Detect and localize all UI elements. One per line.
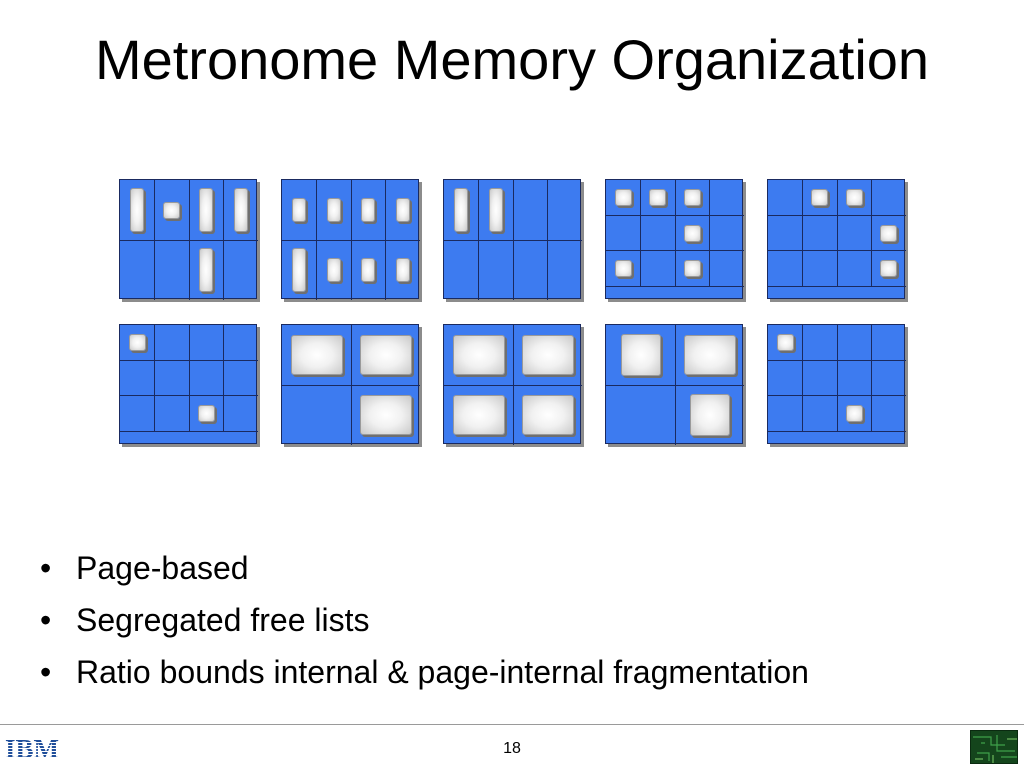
- allocated-object: [452, 335, 505, 375]
- grid-line: [768, 395, 906, 397]
- allocated-object: [452, 395, 505, 435]
- memory-page: [119, 324, 258, 444]
- grid-line: [282, 384, 420, 386]
- grid-line: [120, 359, 258, 361]
- grid-line: [871, 180, 872, 286]
- allocated-object: [359, 335, 412, 375]
- bullet-dot: •: [40, 654, 52, 690]
- allocated-object: [521, 395, 574, 435]
- memory-page: [605, 179, 744, 299]
- bullet-dot: •: [40, 550, 52, 586]
- bullet-dot: •: [40, 602, 52, 638]
- bullet-item: • Page-based: [40, 542, 809, 594]
- grid-line: [444, 239, 582, 241]
- allocated-object: [649, 189, 667, 207]
- allocated-object: [683, 224, 701, 242]
- memory-page: [443, 324, 582, 445]
- allocated-object: [776, 334, 794, 352]
- grid-line: [444, 384, 582, 386]
- slide-title: Metronome Memory Organization: [94, 28, 930, 91]
- allocated-object: [845, 404, 863, 422]
- grid-line: [768, 430, 906, 432]
- grid-line: [674, 180, 676, 286]
- bullet-text: Segregated free lists: [76, 602, 370, 638]
- grid-line: [768, 359, 906, 361]
- memory-page: [605, 324, 744, 445]
- memory-page: [281, 324, 420, 445]
- grid-line: [606, 285, 744, 287]
- allocated-object: [197, 404, 215, 422]
- circuit-board-thumbnail: [970, 730, 1018, 764]
- allocated-object: [163, 201, 181, 219]
- grid-line: [802, 325, 803, 431]
- bullet-item: • Ratio bounds internal & page-internal f…: [40, 646, 809, 698]
- allocated-object: [361, 258, 376, 282]
- memory-page: [119, 179, 258, 300]
- allocated-object: [620, 334, 661, 376]
- logo-text: IBM: [5, 734, 59, 762]
- grid-line: [768, 214, 906, 216]
- allocated-object: [199, 248, 214, 292]
- allocated-object: [614, 189, 632, 207]
- grid-line: [836, 325, 838, 431]
- allocated-object: [614, 259, 632, 277]
- grid-line: [768, 250, 906, 252]
- memory-page: [767, 324, 906, 444]
- allocated-object: [395, 198, 410, 222]
- memory-page: [281, 179, 420, 300]
- allocated-object: [683, 259, 701, 277]
- allocated-object: [290, 335, 343, 375]
- allocated-object: [395, 258, 410, 282]
- grid-line: [802, 180, 803, 286]
- grid-line: [120, 395, 258, 397]
- grid-line: [836, 180, 838, 286]
- grid-line: [223, 325, 224, 431]
- grid-line: [188, 325, 190, 431]
- memory-page: [767, 179, 906, 299]
- allocated-object: [292, 248, 307, 292]
- allocated-object: [880, 224, 898, 242]
- allocated-object: [683, 189, 701, 207]
- allocated-object: [845, 189, 863, 207]
- allocated-object: [359, 395, 412, 435]
- grid-line: [606, 250, 744, 252]
- allocated-object: [128, 334, 146, 352]
- grid-line: [709, 180, 710, 286]
- allocated-object: [199, 188, 214, 232]
- allocated-object: [689, 394, 730, 436]
- allocated-object: [521, 335, 574, 375]
- allocated-object: [454, 188, 469, 232]
- allocated-object: [326, 198, 341, 222]
- grid-line: [120, 430, 258, 432]
- bullet-list: • Page-based • Segregated free lists • Rati…: [40, 542, 809, 698]
- grid-line: [768, 285, 906, 287]
- bullet-text: Ratio bounds internal & page-internal fr…: [76, 654, 809, 690]
- ibm-logo: IBM: [5, 734, 59, 762]
- grid-line: [154, 325, 155, 431]
- bullet-item: • Segregated free lists: [40, 594, 809, 646]
- memory-page: [443, 179, 582, 300]
- allocated-object: [326, 258, 341, 282]
- allocated-object: [361, 198, 376, 222]
- footer-divider: [0, 724, 1024, 725]
- allocated-object: [811, 189, 829, 207]
- grid-line: [282, 239, 420, 241]
- page-number: 18: [503, 740, 521, 757]
- allocated-object: [488, 188, 503, 232]
- grid-line: [606, 214, 744, 216]
- allocated-object: [880, 259, 898, 277]
- grid-line: [606, 384, 744, 386]
- allocated-object: [233, 188, 248, 232]
- grid-line: [640, 180, 641, 286]
- grid-line: [871, 325, 872, 431]
- bullet-text: Page-based: [76, 550, 249, 586]
- allocated-object: [683, 335, 736, 375]
- allocated-object: [292, 198, 307, 222]
- allocated-object: [130, 188, 145, 232]
- grid-line: [120, 239, 258, 241]
